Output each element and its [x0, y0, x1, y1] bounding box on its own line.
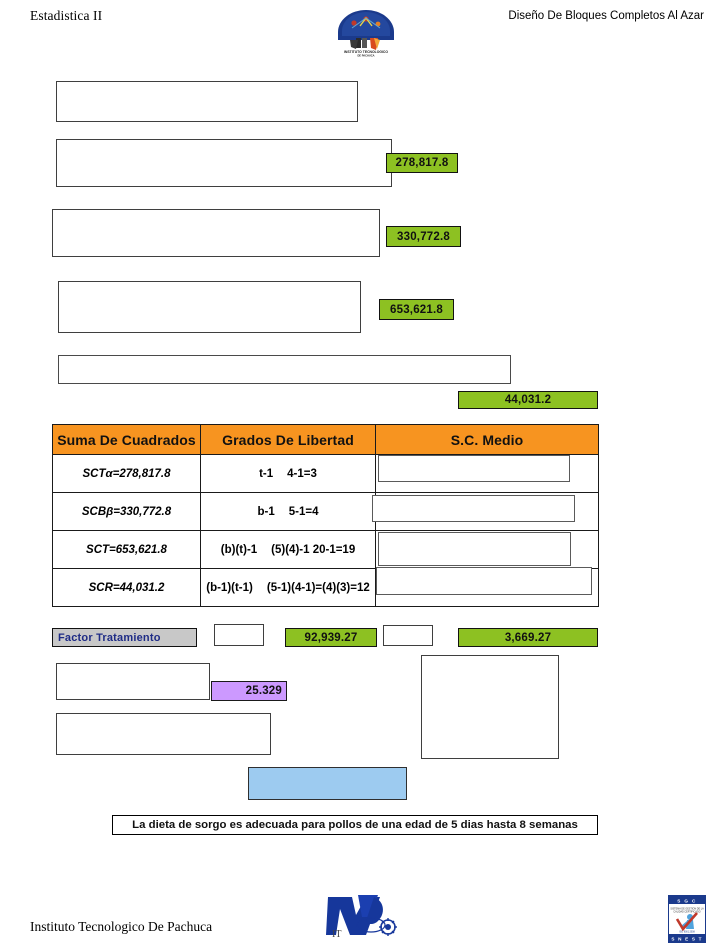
formula-box-4[interactable] [58, 281, 361, 333]
cell-grados-libertad-bloque: b-1 5-1=4 [200, 492, 376, 531]
sgc-certification-logo-icon: S G C S N E S T SISTEMA DE GESTION DE LA… [668, 895, 706, 943]
cell-grados-libertad-tratamiento: t-1 4-1=3 [200, 454, 376, 493]
highlight-blue-box[interactable] [248, 767, 407, 800]
formula-box-5[interactable] [58, 355, 511, 384]
sc-medio-inner-box[interactable] [372, 495, 575, 522]
table-row: SCTα=278,817.8 t-1 4-1=3 [52, 454, 599, 493]
cell-suma-cuadrados-total: SCT=653,621.8 [52, 530, 201, 569]
value-chip-sct-total: 653,621.8 [379, 299, 454, 320]
value-chip-f-statistic: 25.329 [211, 681, 287, 701]
df-result: 4-1=3 [287, 467, 317, 480]
column-header-grados-de-libertad: Grados De Libertad [200, 424, 376, 455]
page-title-left: Estadistica II [30, 8, 103, 23]
formula-box-1[interactable] [56, 81, 358, 122]
df-formula: b-1 [257, 505, 275, 518]
df-formula: t-1 [259, 467, 274, 480]
svg-text:DE PACHUCA: DE PACHUCA [357, 54, 374, 58]
table-row: SCBβ=330,772.8 b-1 5-1=4 [52, 492, 599, 531]
cell-suma-cuadrados-residual: SCR=44,031.2 [52, 568, 201, 607]
sc-label: SCT [86, 543, 110, 556]
decision-box[interactable] [56, 713, 271, 755]
cell-sc-medio-total[interactable] [375, 530, 599, 569]
itp-bird-logo-icon: IT [322, 887, 408, 943]
svg-text:IT: IT [332, 929, 341, 940]
column-header-sc-medio: S.C. Medio [375, 424, 599, 455]
df-formula: (b-1)(t-1) [206, 581, 253, 594]
df-result: 5-1=4 [288, 505, 319, 518]
page-title-right: Diseño De Bloques Completos Al Azar [508, 10, 704, 22]
value-chip-ms-error: 3,669.27 [458, 628, 598, 647]
factor-empty-box-1[interactable] [214, 624, 264, 646]
sc-label: SCB [81, 505, 107, 518]
svg-text:ISO 9001:2008: ISO 9001:2008 [679, 932, 695, 934]
sc-medio-inner-box[interactable] [378, 532, 571, 566]
formula-box-3[interactable] [52, 209, 380, 257]
sc-value: =278,817.8 [112, 467, 171, 480]
factor-empty-box-2[interactable] [383, 625, 433, 646]
value-chip-scb-beta: 330,772.8 [386, 226, 461, 247]
instituto-tecnologico-logo-icon: INSTITUTO TECNOLOGICO DE PACHUCA [330, 6, 402, 58]
side-panel-box[interactable] [421, 655, 559, 759]
value-chip-scr: 44,031.2 [458, 391, 598, 409]
formula-box-2[interactable] [56, 139, 392, 187]
sc-subscript: β [106, 505, 114, 518]
cell-grados-libertad-residual: (b-1)(t-1) (5-1)(4-1)=(4)(3)=12 [200, 568, 376, 607]
table-row: SCR=44,031.2 (b-1)(t-1) (5-1)(4-1)=(4)(3)… [52, 567, 599, 607]
svg-text:S G C: S G C [677, 898, 697, 903]
df-result: (5-1)(4-1)=(4)(3)=12 [266, 581, 370, 594]
sc-medio-inner-box[interactable] [378, 455, 570, 482]
factor-tratamiento-label: Factor Tratamiento [52, 628, 197, 647]
df-formula: (b)(t)-1 [220, 543, 258, 556]
svg-text:S N E S T: S N E S T [671, 936, 702, 941]
cell-suma-cuadrados-bloque: SCBβ=330,772.8 [52, 492, 201, 531]
cell-sc-medio-residual[interactable] [375, 567, 599, 607]
table-header-row: Suma De Cuadrados Grados De Libertad S.C… [52, 424, 599, 455]
cell-sc-medio-bloque[interactable] [372, 492, 599, 531]
footer-institution: Instituto Tecnologico De Pachuca [30, 919, 213, 934]
cell-suma-cuadrados-tratamiento: SCTα=278,817.8 [52, 454, 201, 493]
cell-sc-medio-tratamiento[interactable] [375, 454, 599, 493]
value-chip-ms-treatment: 92,939.27 [285, 628, 377, 647]
sc-value: =653,621.8 [109, 543, 167, 556]
conclusion-banner: La dieta de sorgo es adecuada para pollo… [112, 815, 598, 835]
value-chip-sct-alpha: 278,817.8 [386, 153, 458, 173]
svg-text:INSTITUTO TECNOLOGICO: INSTITUTO TECNOLOGICO [344, 50, 388, 54]
sc-subscript: α [105, 467, 113, 480]
cell-grados-libertad-total: (b)(t)-1 (5)(4)-1 20-1=19 [200, 530, 376, 569]
column-header-suma-de-cuadrados: Suma De Cuadrados [52, 424, 201, 455]
sc-label: SCT [82, 467, 106, 480]
sc-value: =44,031.2 [112, 581, 165, 594]
df-result: (5)(4)-1 20-1=19 [271, 543, 356, 556]
sc-medio-inner-box[interactable] [376, 567, 592, 595]
svg-text:SISTEMA DE GESTION DE LA: SISTEMA DE GESTION DE LA [670, 908, 704, 911]
svg-text:CALIDAD CERTIFICADO: CALIDAD CERTIFICADO [673, 911, 700, 914]
sc-label: SCR [88, 581, 113, 594]
f-formula-box[interactable] [56, 663, 210, 700]
table-row: SCT=653,621.8 (b)(t)-1 (5)(4)-1 20-1=19 [52, 530, 599, 569]
sc-value: =330,772.8 [113, 505, 172, 518]
anova-table: Suma De Cuadrados Grados De Libertad S.C… [52, 424, 599, 607]
